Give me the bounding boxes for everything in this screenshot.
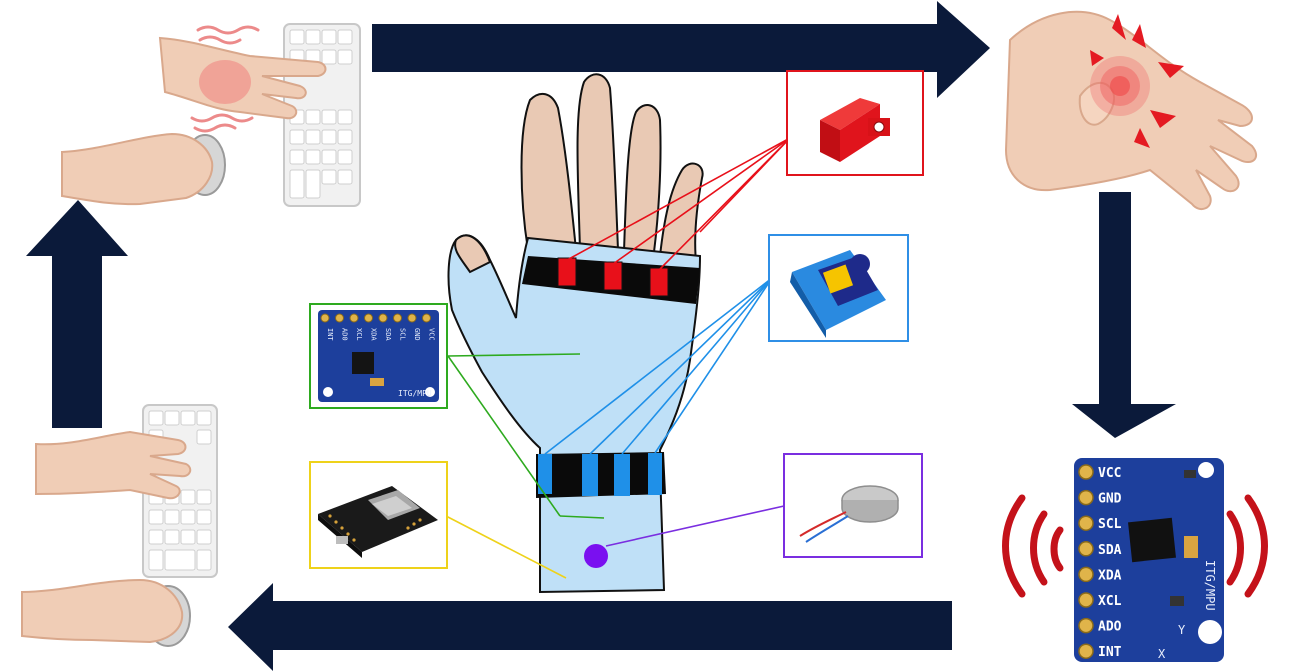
imu-large-pin: [1078, 617, 1094, 634]
arrow-left-bottom: [228, 583, 952, 671]
wrist-sensor-3: [614, 454, 630, 496]
imu-small-pin: [378, 313, 388, 323]
imu-small-pin: [407, 313, 417, 323]
imu-large-pin: [1078, 489, 1094, 506]
imu-large-axis-x: X: [1158, 647, 1166, 661]
keyboard-and-mouse-with-wrist-pain-icon: [61, 23, 361, 207]
imu-small-pin: [393, 313, 402, 323]
imu-box: INT AD0 XCL XDA SDA SCL GND VCC ITG/MPU: [309, 303, 448, 409]
imu-large-pin: [1078, 592, 1094, 608]
imu-large-pin-label: GND: [1098, 492, 1122, 507]
keyboard-and-mouse-typing-icon: [21, 404, 218, 647]
flex-sensor-3: [649, 267, 669, 297]
flex-sensor-icon: [820, 98, 890, 162]
vibrating-imu-sensor-icon: VCC GND SCL SDA XDA XCL ADO INT ITG/MPU Y X: [1002, 458, 1268, 662]
imu-large-pin: [1078, 541, 1094, 557]
imu-small-pin: [422, 313, 431, 323]
imu-small-pin-label: XDA: [370, 328, 378, 341]
esp32-board-icon: [318, 486, 438, 558]
imu-small-pin: [320, 313, 330, 323]
imu-large-axis-y: Y: [1178, 623, 1186, 637]
wrist-pain-icon: [1004, 10, 1258, 211]
flow-arrows: [26, 1, 1176, 671]
glove-body: [447, 234, 702, 594]
flex-sensor-1: [557, 257, 577, 287]
imu-small-pin-label: SDA: [384, 328, 392, 341]
imu-large-pin-label: SCL: [1098, 517, 1122, 532]
wrist-sensor-2: [582, 454, 598, 496]
arrow-down-right: [1072, 192, 1176, 438]
sensor-glove-icon: [447, 73, 704, 594]
imu-large-pin-label: SDA: [1098, 543, 1122, 558]
wrist-sensor-4: [648, 453, 662, 495]
imu-small-chip-label: ITG/MPU: [398, 389, 432, 398]
imu-small-pin-label: XCL: [355, 328, 363, 341]
vibration-motor-dot: [584, 544, 608, 568]
wrist-sensor-1: [538, 454, 552, 494]
middle-finger: [576, 73, 620, 251]
imu-large-pin: [1078, 566, 1094, 583]
imu-large-pin-label: XCL: [1098, 594, 1122, 609]
imu-large-pin: [1078, 515, 1094, 531]
imu-large-pin-label: ADO: [1098, 620, 1122, 635]
imu-small-pin: [364, 313, 373, 323]
imu-large-pin-label: VCC: [1098, 466, 1121, 481]
servo-sensor-band: [536, 452, 666, 498]
arrow-right-top: [372, 1, 990, 98]
imu-small-pin: [349, 313, 359, 323]
imu-small-pin-label: SCL: [399, 328, 407, 341]
imu-large-pin-label: XDA: [1098, 568, 1122, 583]
servo-box: [768, 234, 909, 342]
imu-module-icon: INT AD0 XCL XDA SDA SCL GND VCC ITG/MPU: [318, 310, 439, 402]
imu-large-pin-label: INT: [1098, 645, 1122, 660]
imu-small-pin-label: INT: [326, 328, 334, 341]
vibration-motor-box: [783, 453, 923, 558]
flex-sensor-2: [603, 261, 623, 291]
imu-large-chip-label: ITG/MPU: [1203, 560, 1217, 611]
imu-small-pin-label: VCC: [428, 328, 436, 341]
imu-large-pin: [1078, 464, 1094, 480]
arrow-up-left: [26, 200, 128, 428]
ring-finger: [622, 104, 662, 253]
imu-small-pin-label: AD0: [341, 328, 349, 341]
imu-large-pin: [1078, 643, 1094, 659]
index-finger: [520, 92, 578, 251]
imu-small-pin: [335, 313, 344, 323]
vibration-motor-icon: [799, 485, 899, 543]
imu-small-pin-label: GND: [413, 328, 421, 341]
flex-sensor-box: [786, 70, 924, 176]
connector-lines: [445, 137, 791, 579]
esp32-box: [309, 461, 448, 569]
servo-motor-icon: [790, 250, 886, 338]
